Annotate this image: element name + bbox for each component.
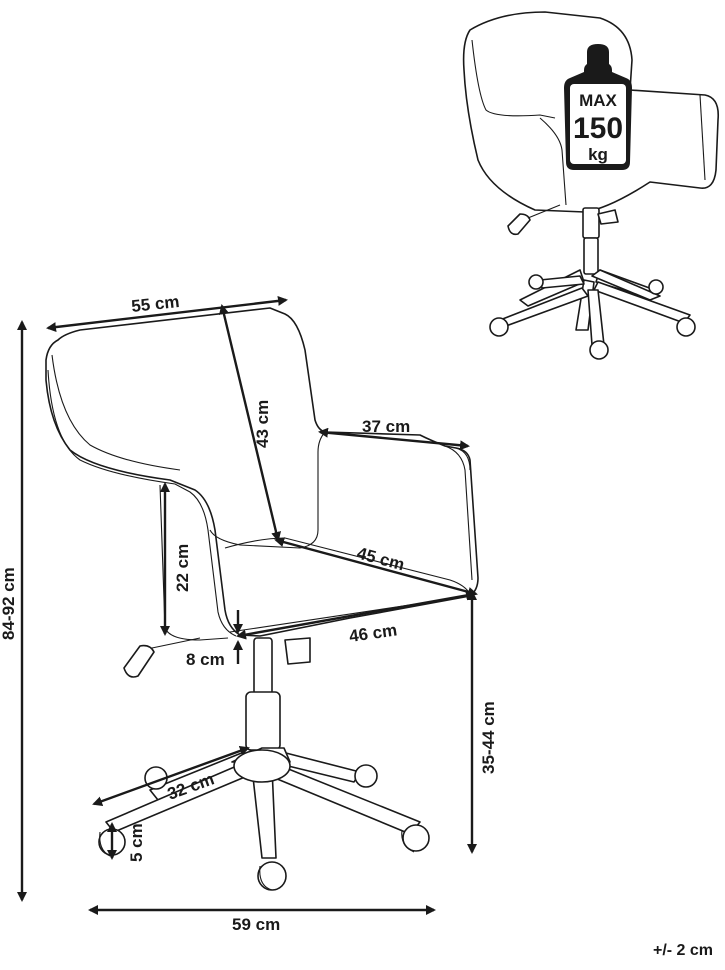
label-seat-height: 35-44 cm (479, 701, 498, 774)
badge-max-text: MAX (579, 91, 617, 110)
label-back-height: 43 cm (253, 400, 272, 448)
label-caster-height: 5 cm (127, 823, 146, 862)
tolerance-note: +/- 2 cm (652, 942, 713, 959)
label-seat-width: 46 cm (348, 620, 398, 646)
label-seat-depth: 45 cm (355, 544, 406, 575)
label-base-width: 59 cm (232, 915, 280, 934)
badge-kg-text: kg (588, 145, 608, 164)
label-armrest-height: 22 cm (173, 544, 192, 592)
max-weight-badge: MAX 150 kg (564, 44, 632, 170)
dimension-lines (17, 295, 478, 915)
badge-150-text: 150 (573, 112, 623, 145)
label-armrest-depth: 37 cm (362, 417, 410, 436)
large-chair-illustration (45, 307, 479, 891)
label-total-height: 84-92 cm (0, 567, 18, 640)
label-back-width: 55 cm (130, 292, 180, 316)
label-seat-thickness: 8 cm (186, 650, 225, 669)
small-chair-illustration: MAX 150 kg (462, 11, 720, 360)
